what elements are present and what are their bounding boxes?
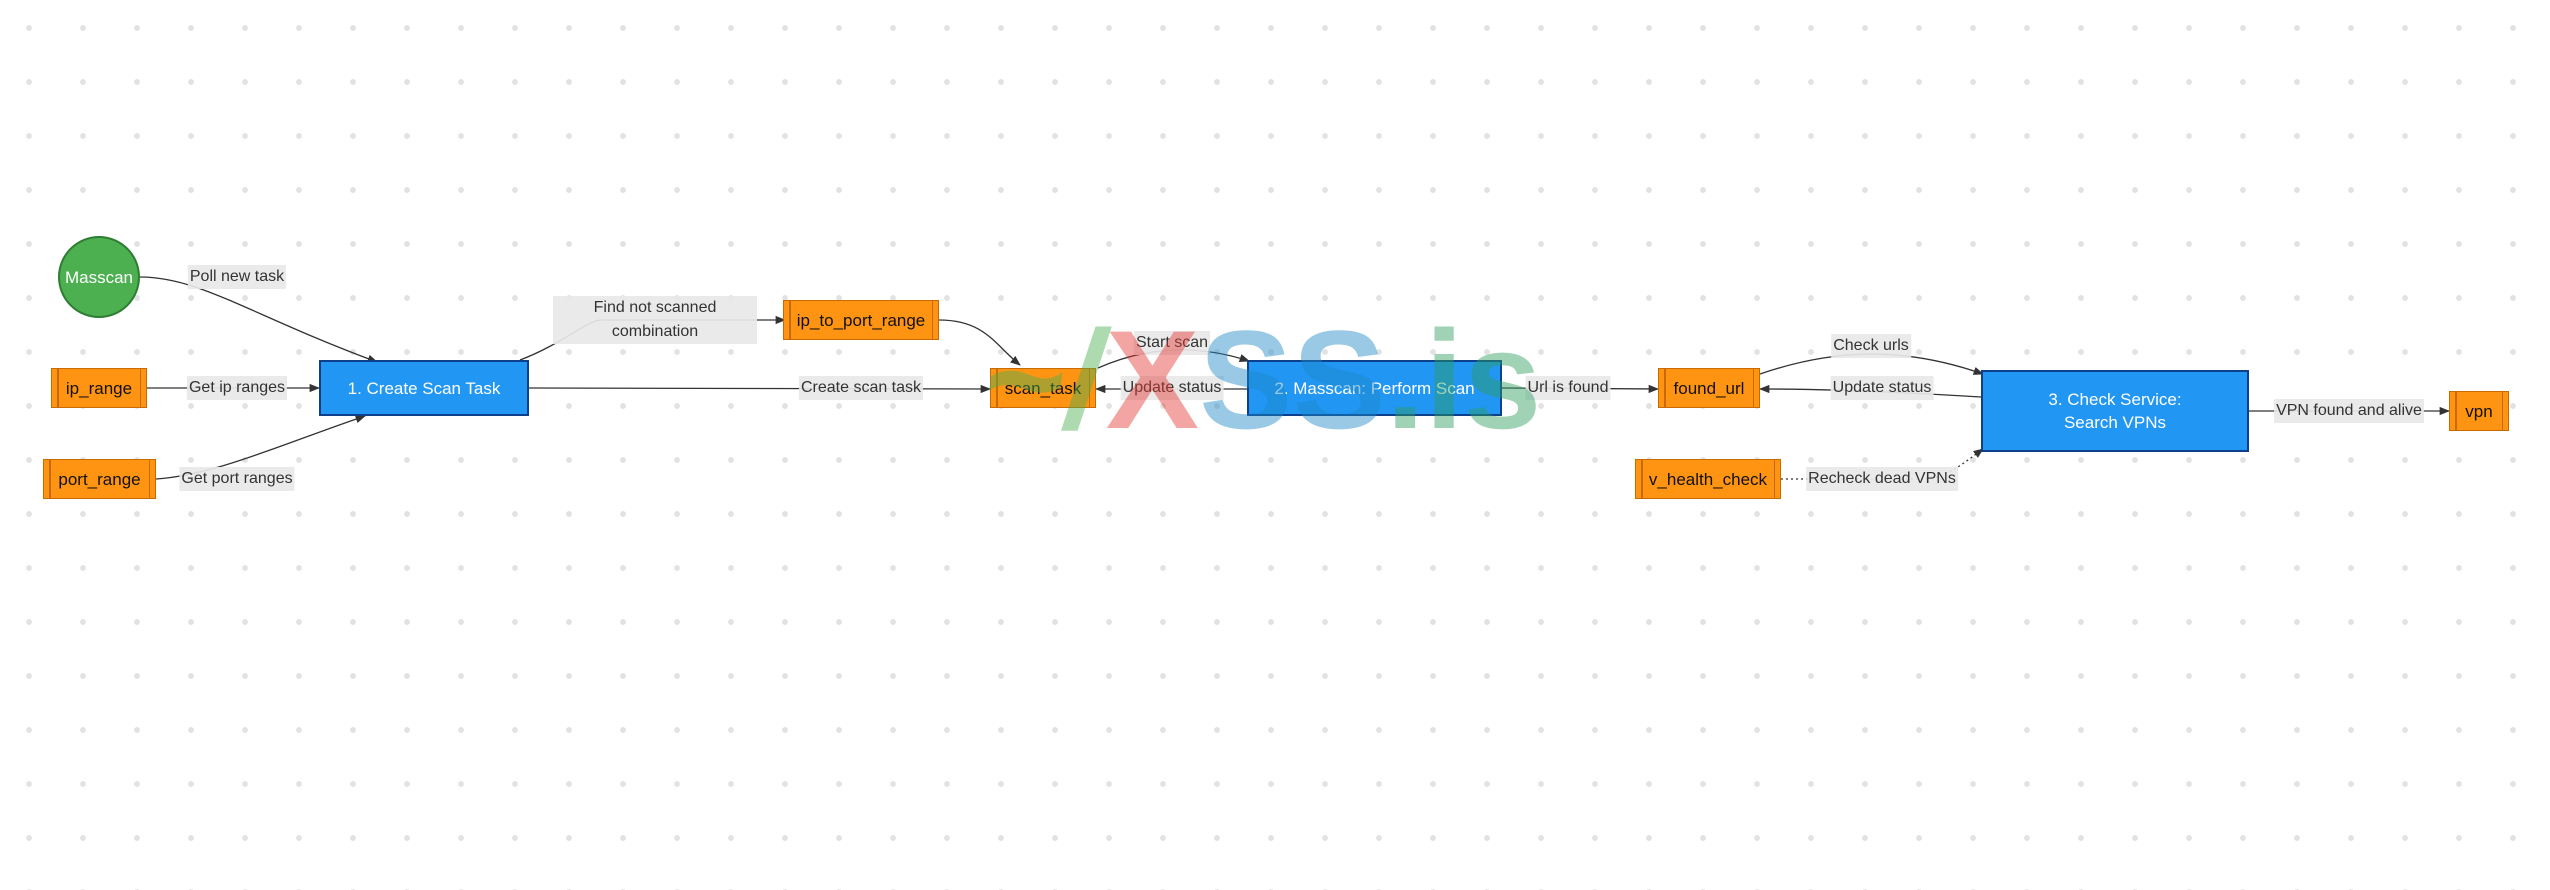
found-url-store[interactable]: found_url: [1658, 368, 1760, 408]
label-get-ip-ranges: Get ip ranges: [186, 376, 288, 400]
masscan-start-node[interactable]: Masscan: [58, 236, 140, 318]
ip-range-store[interactable]: ip_range: [51, 368, 147, 408]
v-health-check-store[interactable]: v_health_check: [1635, 459, 1781, 499]
vpn-store[interactable]: vpn: [2449, 391, 2509, 431]
label-poll-new-task: Poll new task: [187, 265, 287, 289]
check-service-process[interactable]: 3. Check Service: Search VPNs: [1981, 370, 2249, 452]
label-find-not-scanned: Find not scanned combination: [553, 296, 757, 344]
edge-get-port-ranges[interactable]: [155, 415, 366, 480]
label-recheck-dead-vpns: Recheck dead VPNs: [1806, 467, 1958, 491]
label-update-status-scan: Update status: [1120, 376, 1224, 400]
label-create-scan-task: Create scan task: [798, 376, 924, 400]
label-start-scan: Start scan: [1133, 331, 1211, 355]
label-url-is-found: Url is found: [1525, 376, 1611, 400]
ip-to-port-range-store[interactable]: ip_to_port_range: [783, 300, 939, 340]
create-scan-task-process[interactable]: 1. Create Scan Task: [319, 360, 529, 416]
port-range-store[interactable]: port_range: [43, 459, 156, 499]
label-update-status-check: Update status: [1830, 376, 1934, 400]
masscan-perform-scan-process[interactable]: 2. Masscan: Perform Scan: [1247, 360, 1502, 416]
scan-task-store[interactable]: scan_task: [990, 368, 1096, 408]
label-vpn-found-and-alive: VPN found and alive: [2274, 399, 2424, 423]
edge-ip-to-port-to-scan-task[interactable]: [938, 319, 1021, 366]
label-get-port-ranges: Get port ranges: [179, 467, 295, 491]
label-check-urls: Check urls: [1831, 334, 1911, 358]
edge-poll-new-task[interactable]: [139, 276, 378, 363]
